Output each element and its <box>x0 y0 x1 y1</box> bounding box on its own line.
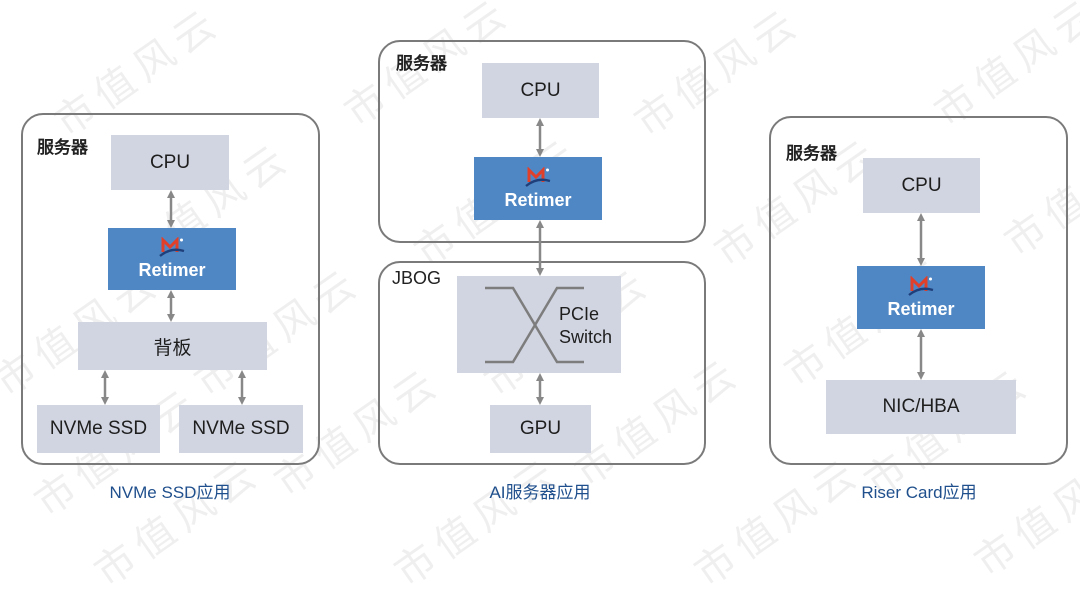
cpu-box: CPU <box>482 63 599 118</box>
server-label: 服务器 <box>786 144 837 163</box>
server-frame <box>21 113 320 465</box>
switch-crossover-icon <box>485 286 584 364</box>
pcie-switch-label: PCIe Switch <box>559 303 612 349</box>
server-label: 服务器 <box>396 54 447 73</box>
server-label: 服务器 <box>37 138 88 157</box>
nvme-ssd-box-2: NVMe SSD <box>179 405 303 453</box>
retimer-box: Retimer <box>857 266 985 329</box>
retimer-logo-icon <box>159 237 185 257</box>
retimer-label: Retimer <box>887 298 955 319</box>
retimer-label: Retimer <box>138 260 206 280</box>
retimer-logo-icon <box>525 166 551 187</box>
jbog-label: JBOG <box>392 268 442 288</box>
nvme-ssd-box-1: NVMe SSD <box>37 405 160 453</box>
caption-riser-card: Riser Card应用 <box>861 483 977 502</box>
retimer-box: Retimer <box>474 157 602 220</box>
caption-ai-server: AI服务器应用 <box>489 483 591 502</box>
gpu-box: GPU <box>490 405 591 453</box>
caption-nvme-ssd: NVMe SSD应用 <box>109 483 231 502</box>
nic-hba-box: NIC/HBA <box>826 380 1016 434</box>
pcie-switch-line1: PCIe <box>559 304 600 324</box>
cpu-box: CPU <box>863 158 980 213</box>
backplane-box: 背板 <box>78 322 267 370</box>
pcie-switch-line2: Switch <box>559 327 613 347</box>
retimer-label: Retimer <box>504 189 572 210</box>
retimer-box: Retimer <box>108 228 236 290</box>
pcie-switch-box <box>457 276 621 373</box>
cpu-box: CPU <box>111 135 229 190</box>
server-frame <box>769 116 1068 465</box>
retimer-logo-icon <box>908 275 934 296</box>
